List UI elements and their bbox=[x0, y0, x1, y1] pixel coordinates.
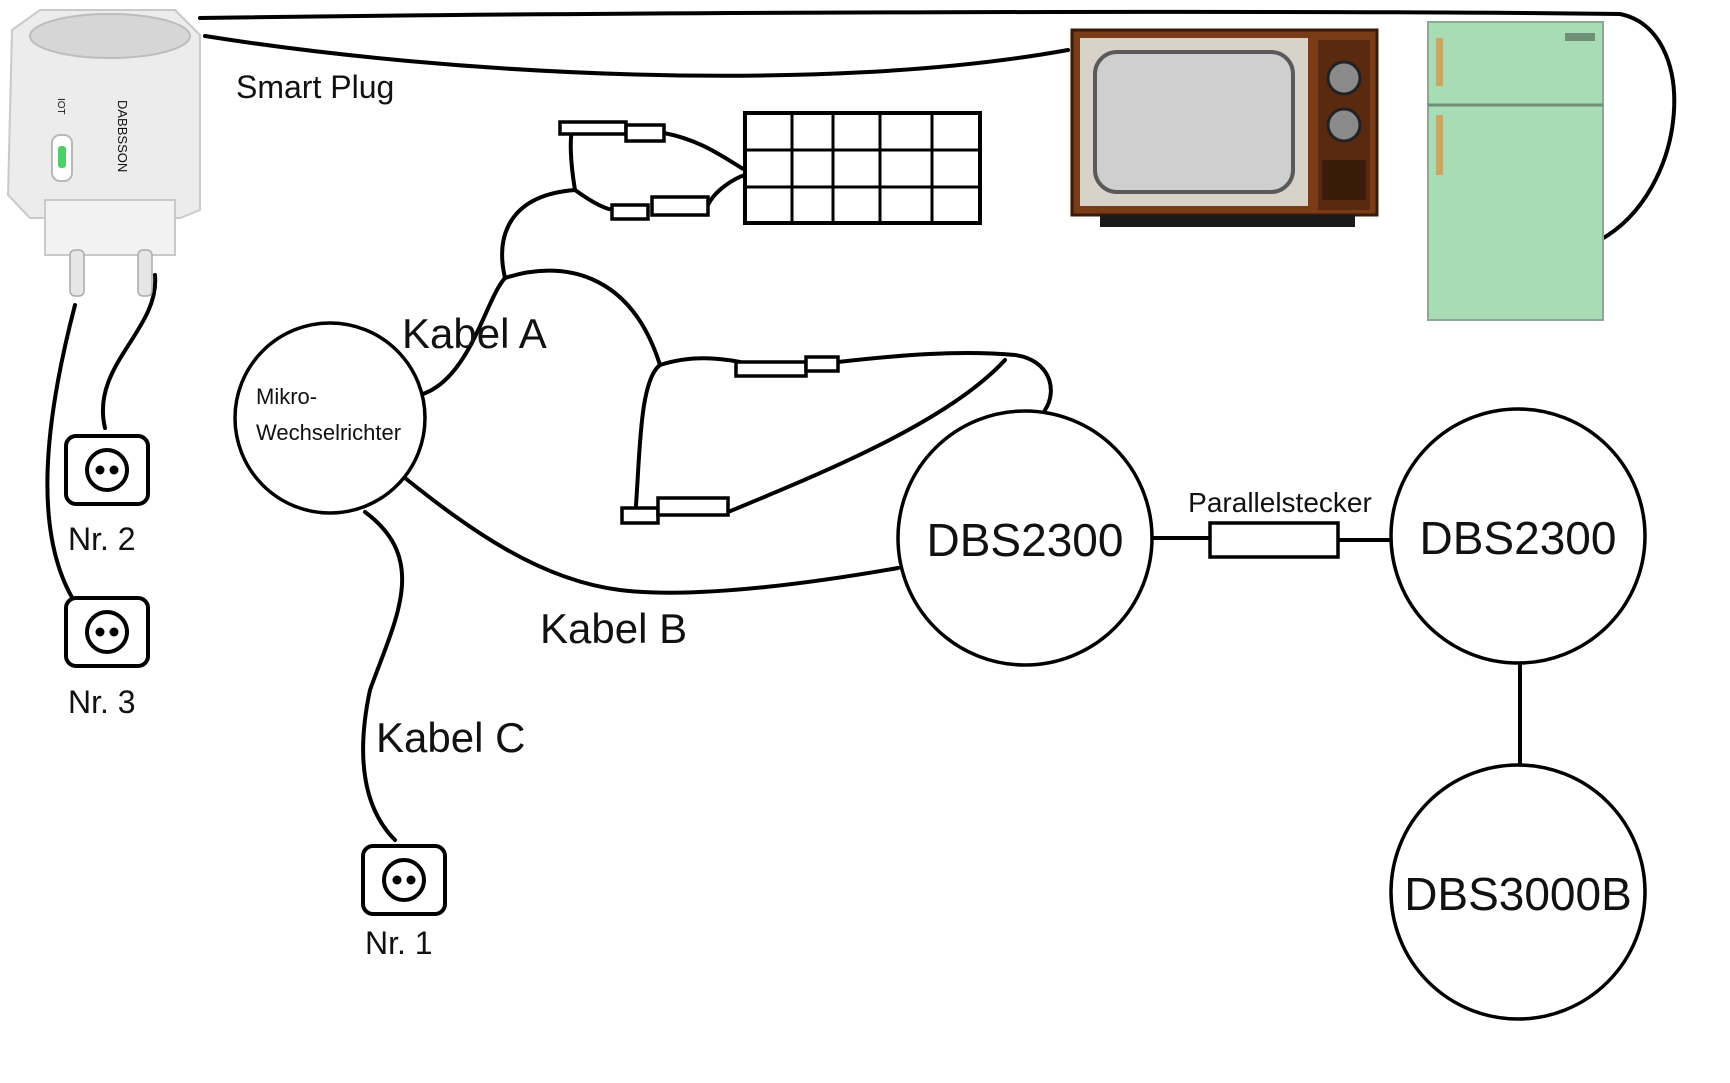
connector-lower-1 bbox=[734, 360, 808, 378]
kabel-c-label: Kabel C bbox=[376, 714, 525, 761]
kabel-b-label: Kabel B bbox=[540, 605, 687, 652]
connector-upper-4 bbox=[650, 195, 710, 217]
socket-nr-2 bbox=[64, 434, 150, 506]
socket-nr-3-label: Nr. 3 bbox=[68, 684, 136, 720]
parallel-connector-label: Parallelstecker bbox=[1188, 487, 1372, 518]
inverter-label-line1: Mikro- bbox=[256, 384, 317, 409]
battery-dbs2300-main bbox=[896, 409, 1154, 667]
kabel-a-wire bbox=[418, 276, 507, 397]
battery-dbs2300-main-label: DBS2300 bbox=[927, 514, 1124, 566]
micro-inverter bbox=[233, 321, 427, 515]
kabel-c-wire bbox=[361, 510, 405, 842]
kabel-b-wire bbox=[403, 476, 900, 595]
harness-upper bbox=[500, 188, 617, 280]
wire-plug-to-fridge bbox=[198, 9, 1677, 242]
harness-upper-right-bottom bbox=[706, 173, 747, 207]
wire-plug-to-socket-2 bbox=[101, 273, 158, 430]
tv-appliance bbox=[1070, 28, 1379, 227]
inverter-label-line2: Wechselrichter bbox=[256, 420, 401, 445]
harness-upper-right-top bbox=[662, 131, 747, 172]
socket-nr-1-label: Nr. 1 bbox=[365, 925, 433, 961]
kabel-a-label: Kabel A bbox=[402, 310, 547, 357]
battery-dbs2300-second bbox=[1389, 407, 1647, 665]
connector-upper-2 bbox=[624, 123, 666, 143]
harness-upper-left bbox=[568, 128, 577, 192]
battery-dbs2300-second-label: DBS2300 bbox=[1420, 512, 1617, 564]
wires bbox=[45, 9, 1677, 842]
harness-lower-top bbox=[658, 356, 742, 367]
plug-iot-badge: IOT bbox=[55, 98, 66, 115]
wire-plug-to-tv bbox=[203, 34, 1070, 78]
harness-lower bbox=[503, 268, 662, 367]
solar-panel bbox=[743, 111, 982, 225]
connector-upper-3 bbox=[610, 203, 650, 221]
socket-nr-2-label: Nr. 2 bbox=[68, 521, 136, 557]
plug-brand-text: DABBSSON bbox=[115, 100, 130, 172]
harness-lower-diagonal bbox=[726, 358, 1007, 514]
fridge-appliance bbox=[1427, 21, 1604, 321]
parallel-connector bbox=[1208, 521, 1340, 559]
wire-plug-to-socket-3 bbox=[45, 303, 82, 612]
battery-dbs3000b-label: DBS3000B bbox=[1404, 868, 1632, 920]
connector-upper-1 bbox=[558, 120, 628, 136]
connector-lower-3 bbox=[620, 506, 660, 525]
smart-plug-label: Smart Plug bbox=[236, 69, 394, 105]
connector-lower-4 bbox=[656, 496, 730, 517]
socket-nr-1 bbox=[361, 844, 447, 916]
battery-dbs3000b bbox=[1389, 763, 1647, 1021]
socket-nr-3 bbox=[64, 596, 150, 668]
smart-plug: DABBSSON IOT bbox=[6, 9, 201, 297]
harness-lower-right bbox=[836, 350, 1053, 412]
harness-lower-left bbox=[634, 363, 662, 507]
mc4-connectors bbox=[558, 120, 840, 525]
connector-lower-2 bbox=[804, 355, 840, 373]
